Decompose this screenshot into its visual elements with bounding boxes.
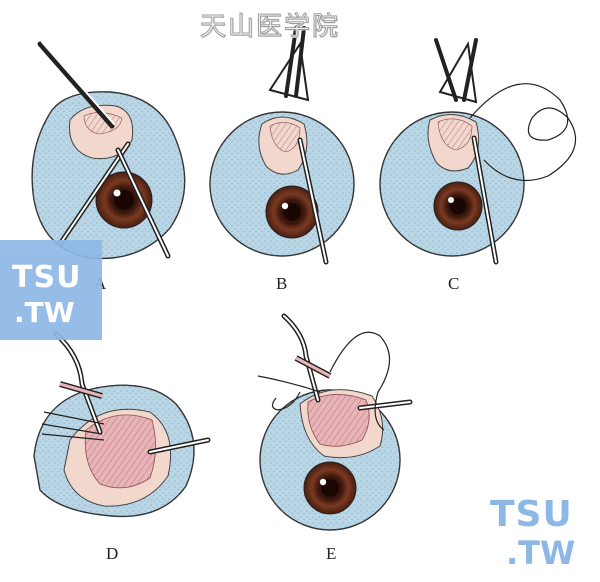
logo-line-2: .TW [14,296,75,329]
panel-label-b: B [276,274,288,293]
panel-a-figure [31,41,186,260]
watermark-logo-left: TSU .TW [0,240,102,340]
panel-label-d: D [106,544,119,563]
logo-corner-line-1: TSU [490,494,573,535]
logo-line-1: TSU [12,260,82,295]
panel-b-figure [209,26,355,265]
panel-label-e: E [326,544,337,563]
panel-d-figure [33,331,211,518]
watermark-logo-corner: TSU .TW [490,494,595,578]
panel-c-figure [379,38,577,265]
panel-label-c: C [448,274,460,293]
watermark-title: 天山医学院 [199,12,341,43]
logo-corner-line-2: .TW [506,534,576,572]
panel-e-figure [257,313,413,531]
